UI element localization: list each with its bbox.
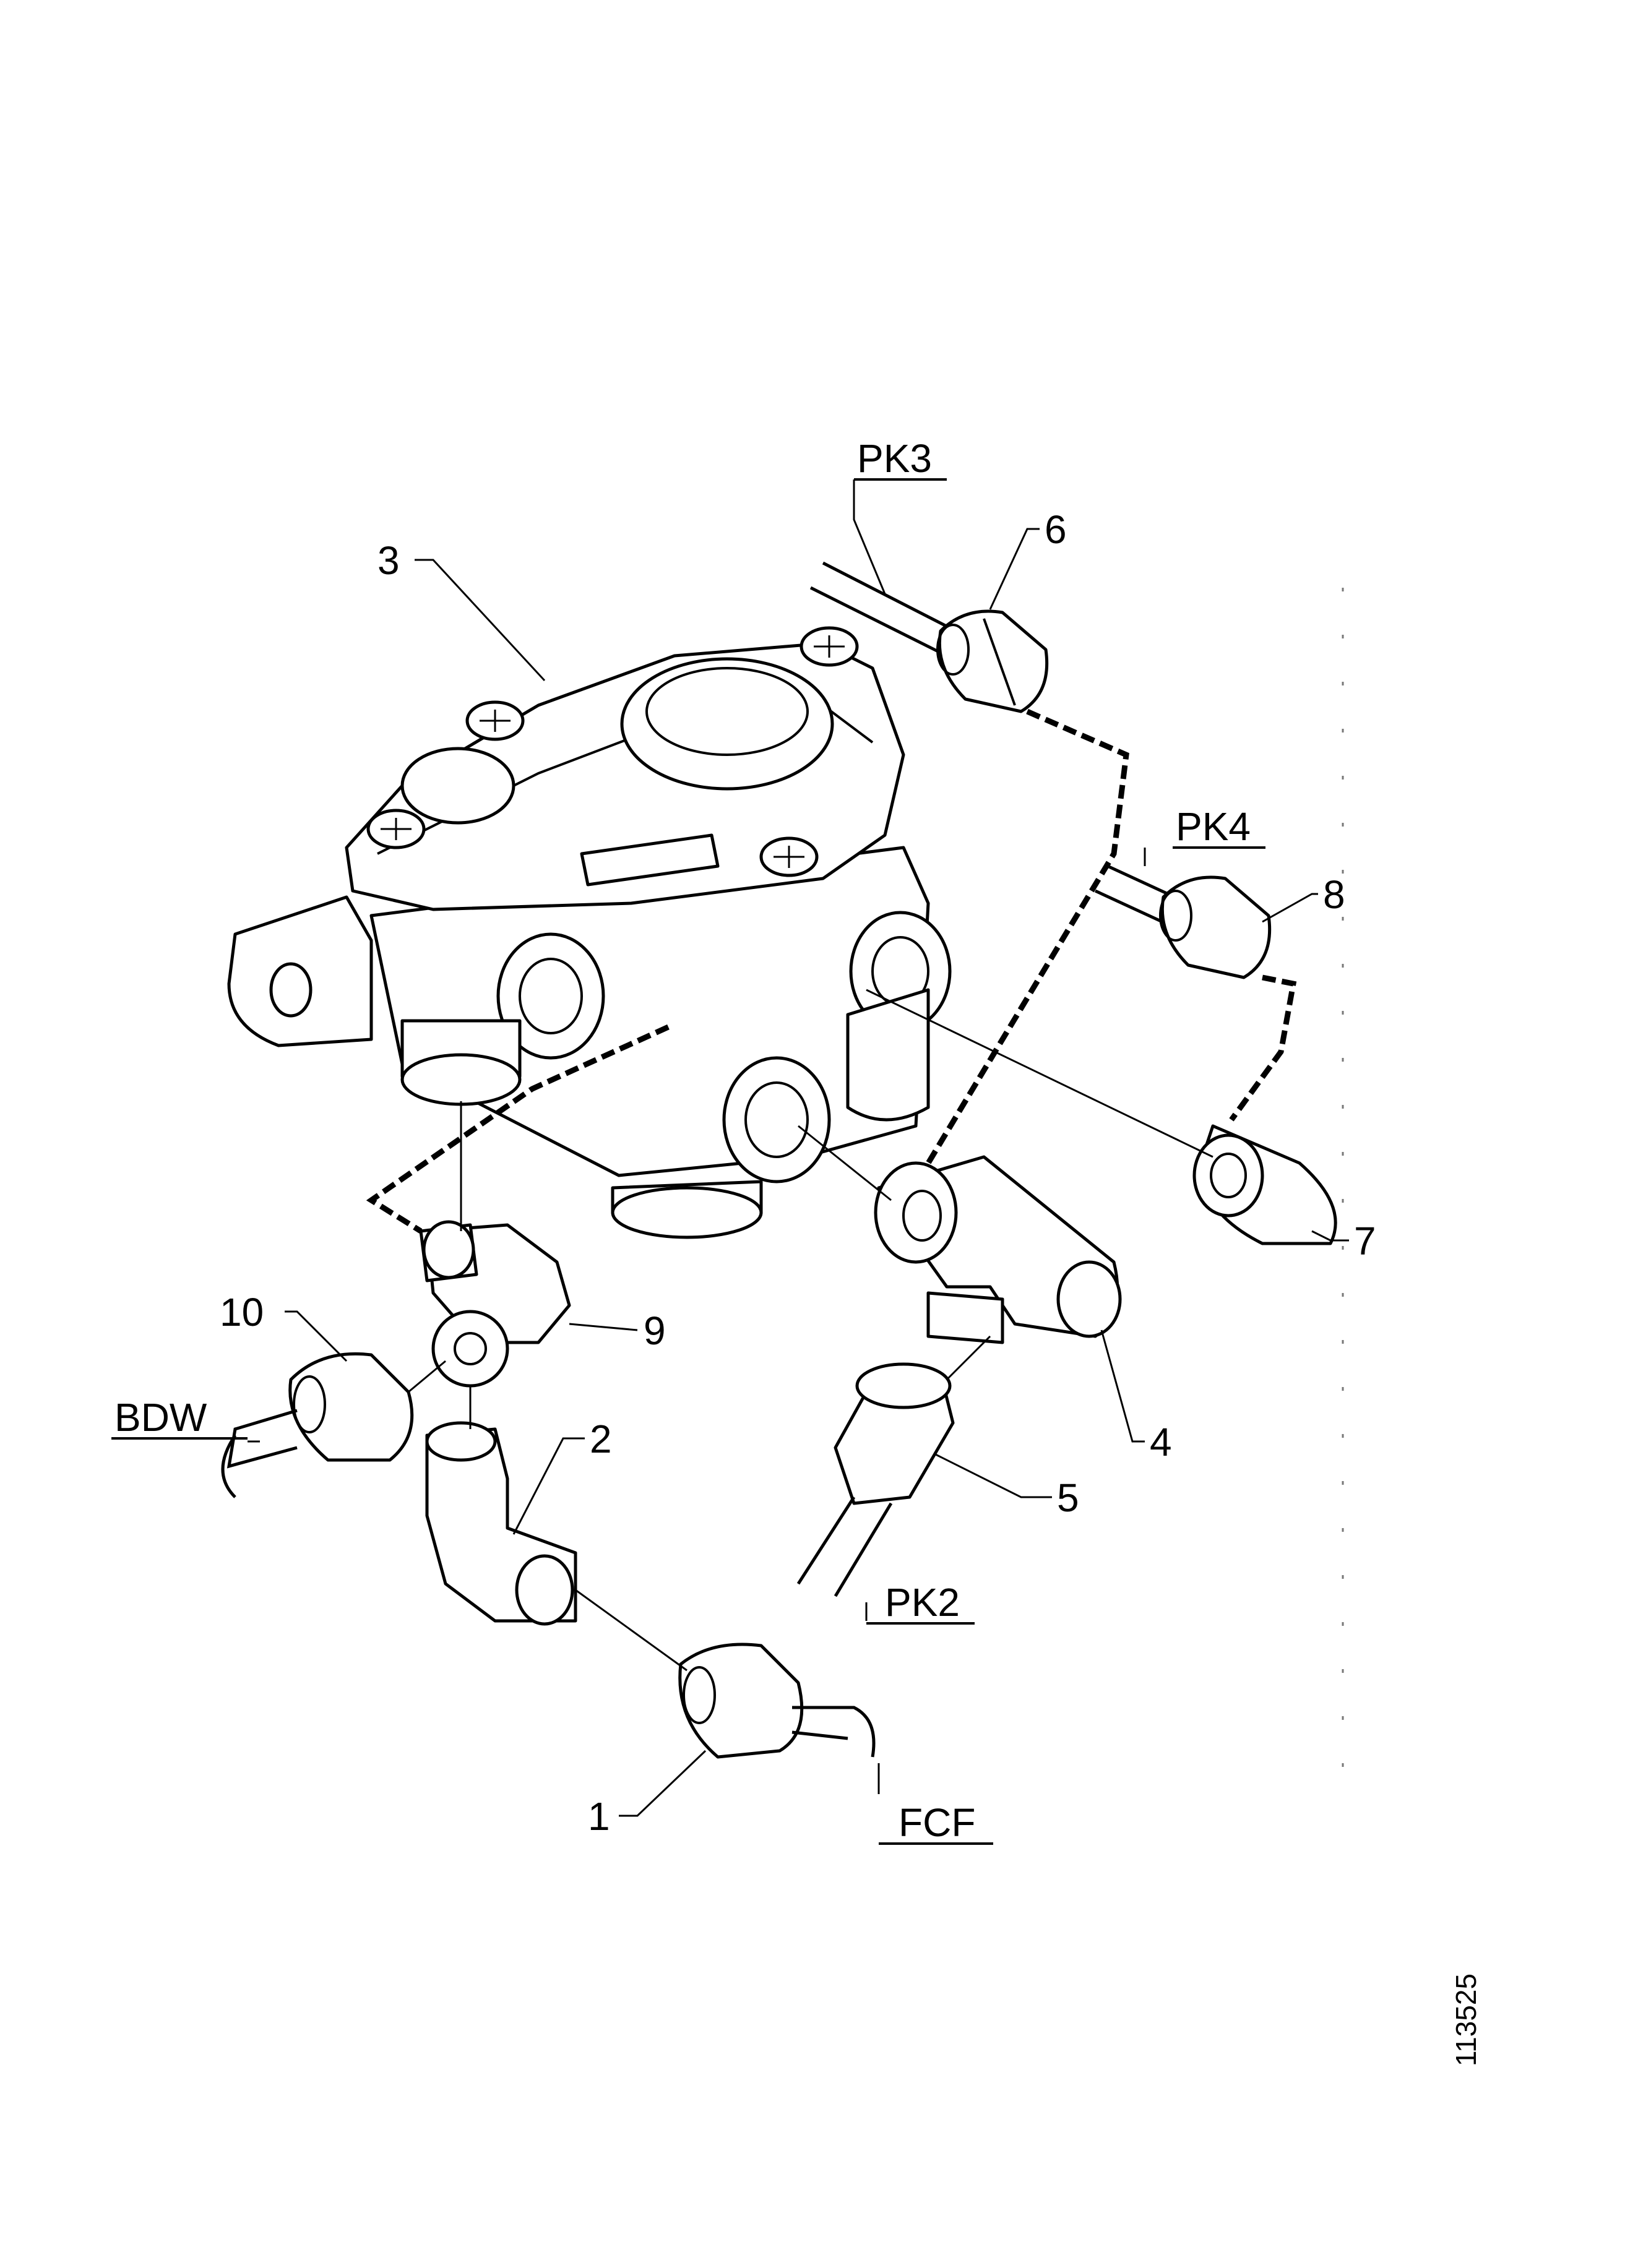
fitting-10 <box>288 1352 414 1462</box>
callout-5: 5 <box>1057 1475 1079 1520</box>
callout-7: 7 <box>1354 1219 1376 1263</box>
tee-fitting-4 <box>874 1155 1122 1344</box>
elbow-9 <box>419 1220 571 1388</box>
port-label-bdw: BDW <box>114 1395 207 1440</box>
elbow-2 <box>425 1421 577 1626</box>
port-label-fcf: FCF <box>899 1800 975 1845</box>
callout-numbers: 3 6 8 7 4 5 9 2 1 10 <box>220 507 1376 1839</box>
callout-9: 9 <box>644 1308 666 1353</box>
port-label-pk3: PK3 <box>857 436 932 481</box>
cover-screws <box>366 626 859 877</box>
callout-6: 6 <box>1045 507 1067 552</box>
leader-lines <box>248 479 1349 1817</box>
fcf-hose <box>791 1706 876 1758</box>
callout-3: 3 <box>377 538 400 583</box>
fitting-8 <box>1159 875 1272 979</box>
callout-2: 2 <box>590 1417 612 1461</box>
port-label-pk4: PK4 <box>1176 804 1251 849</box>
fitting-1 <box>678 1643 804 1759</box>
pk2-hose <box>796 1496 893 1597</box>
callout-4: 4 <box>1150 1420 1172 1464</box>
nut-5 <box>834 1362 955 1505</box>
port-label-pk2: PK2 <box>885 1580 960 1625</box>
callout-1: 1 <box>588 1794 610 1839</box>
callout-8: 8 <box>1323 872 1345 917</box>
connection-lines <box>366 708 1297 1672</box>
bdw-hose <box>221 1409 298 1498</box>
fitting-7 <box>1192 1124 1337 1245</box>
valve-body <box>227 626 952 1239</box>
reference-number: 113525 <box>1450 1974 1482 2066</box>
port-labels: PK3 PK4 PK2 BDW FCF <box>111 436 1265 1845</box>
callout-10: 10 <box>220 1290 264 1334</box>
fitting-6 <box>936 609 1049 713</box>
valve-ports <box>496 911 952 1183</box>
pk3-hose <box>809 561 957 658</box>
